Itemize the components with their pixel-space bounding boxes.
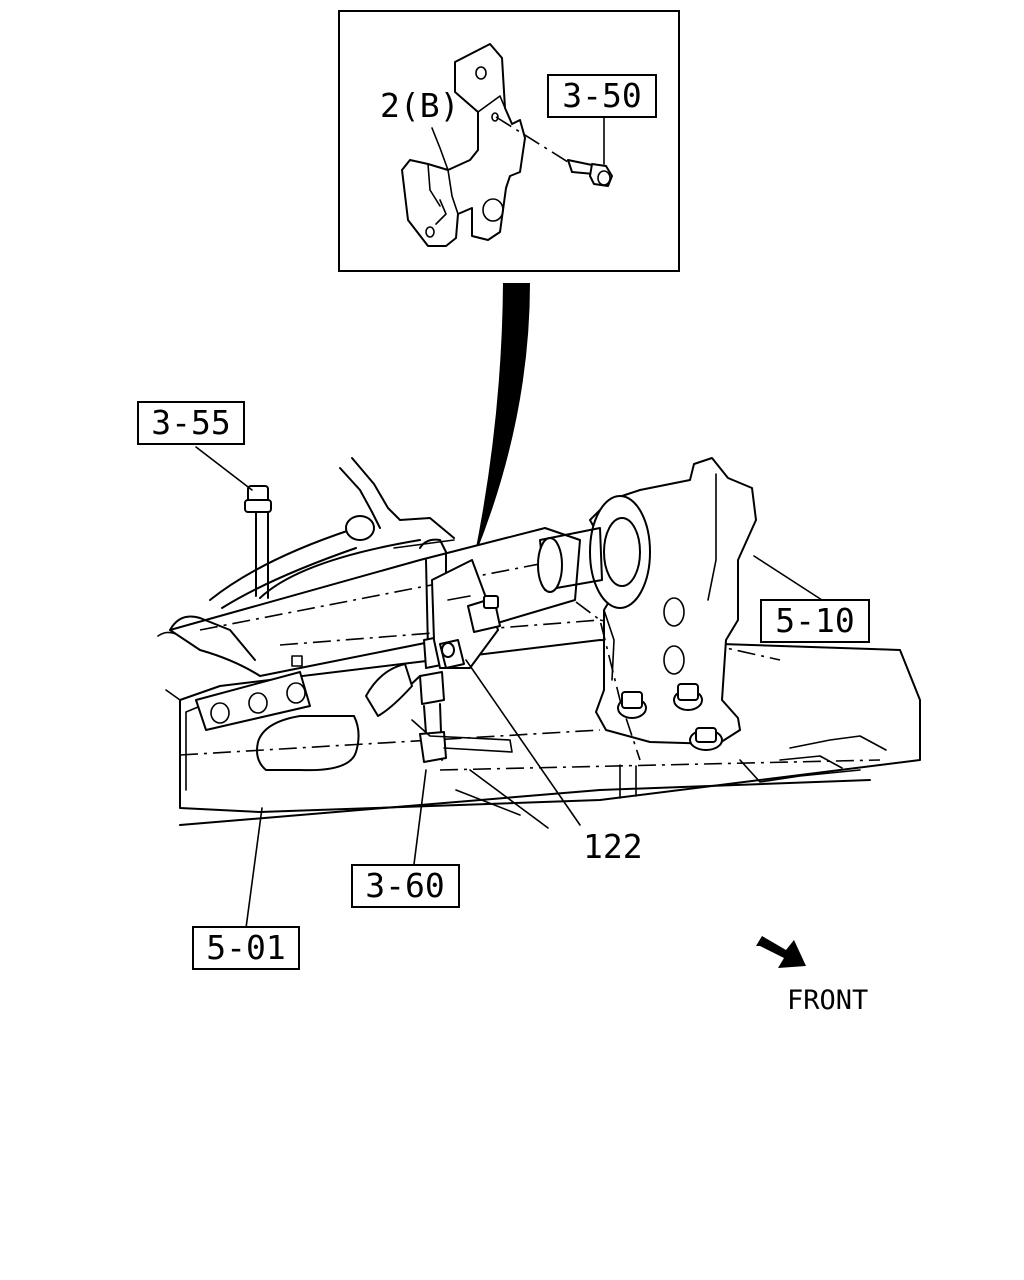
callout-5-10-text: 5-10 <box>775 601 854 640</box>
callout-5-01: 5-01 <box>192 926 300 970</box>
bracket-2b-drawing <box>401 43 526 247</box>
fitting-3-55-drawing <box>195 446 272 513</box>
leader-5-01 <box>245 807 263 929</box>
bolt-3-50-drawing <box>495 116 613 187</box>
label-2b: 2(B) <box>380 86 459 125</box>
callout-3-55: 3-55 <box>137 401 245 445</box>
frame-rail <box>179 639 921 829</box>
leader-2b <box>431 127 449 171</box>
inset-pointer <box>474 283 530 558</box>
callout-3-55-text: 3-55 <box>151 403 230 442</box>
callout-3-60-text: 3-60 <box>365 866 444 905</box>
bushing-hanger <box>537 457 823 761</box>
callout-5-10: 5-10 <box>760 599 870 643</box>
callout-3-50-text: 3-50 <box>562 76 641 115</box>
detail-inset: 3-50 2(B) <box>338 10 680 272</box>
callout-3-50: 3-50 <box>547 74 657 118</box>
left-frame-bracket <box>165 671 311 761</box>
callout-3-60: 3-60 <box>351 864 460 908</box>
brake-line-vertical <box>365 538 513 763</box>
main-assembly: 3-55 <box>137 401 921 970</box>
callout-5-01-text: 5-01 <box>206 928 285 967</box>
front-indicator: FRONT <box>756 936 868 1016</box>
bracket-122-drawing <box>411 559 581 881</box>
front-label: FRONT <box>787 985 868 1016</box>
brake-hose-upper <box>209 457 455 609</box>
front-direction-arrow-icon <box>756 936 806 968</box>
label-122: 122 <box>583 827 643 866</box>
